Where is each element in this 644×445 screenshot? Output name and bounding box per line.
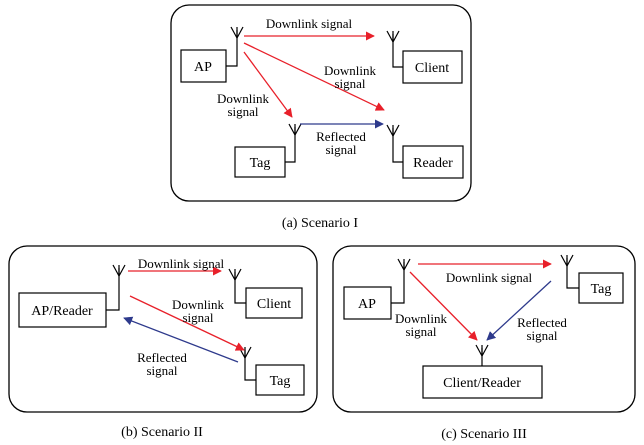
downlink-arrow-ap-to-tag xyxy=(243,51,293,118)
downlink-arrow-ap-to-reader xyxy=(243,42,385,111)
scenario-2-caption: (b) Scenario II xyxy=(121,425,203,440)
reflected-arrow-tag-to-reader xyxy=(123,316,239,363)
tag-node-label: Tag xyxy=(250,156,271,171)
client-node-box xyxy=(402,50,463,84)
ap-node-box xyxy=(180,49,227,83)
tag-node-label-2: Tag xyxy=(270,374,291,389)
reflected-arrow-tag-to-reader-3 xyxy=(486,280,552,341)
reflected-label-line1-3: Reflected xyxy=(517,315,567,330)
downlink-label-mid-line2: signal xyxy=(182,310,213,325)
tag-node-box-3 xyxy=(578,272,624,304)
downlink-label-top-2: Downlink signal xyxy=(138,256,225,271)
reflected-label-line2-3: signal xyxy=(526,328,557,343)
ap-antenna-icon xyxy=(226,26,244,67)
tag-antenna-icon-3 xyxy=(560,254,579,289)
reflected-label-line2: signal xyxy=(325,142,356,157)
scenario-2-panel: AP/Reader Client Tag Downlink signal Dow… xyxy=(8,245,318,413)
downlink-label-left-line1-3: Downlink xyxy=(395,311,448,326)
ap-reader-antenna-icon xyxy=(106,264,126,311)
reflected-label-line1-2: Reflected xyxy=(137,350,187,365)
client-antenna-icon-2 xyxy=(228,268,246,304)
client-reader-antenna-icon xyxy=(475,344,489,366)
reflected-label-line2-2: signal xyxy=(146,363,177,378)
reader-node-label: Reader xyxy=(413,156,453,171)
scenario-3-caption: (c) Scenario III xyxy=(441,427,527,442)
ap-node-label-3: AP xyxy=(358,297,376,312)
tag-node-label-3: Tag xyxy=(591,282,612,297)
downlink-label-left-line1: Downlink xyxy=(217,91,270,106)
scenario-1-panel: AP Client Tag Reader Do xyxy=(170,4,472,202)
scenario-3-panel: AP Tag Client/Reader Downlink signal Dow… xyxy=(332,245,636,413)
scenario-2-frame xyxy=(8,245,318,413)
downlink-label-right-line2: signal xyxy=(334,76,365,91)
downlink-label-top: Downlink signal xyxy=(266,16,353,31)
ap-antenna-icon-3 xyxy=(391,258,411,304)
reflected-label-line1: Reflected xyxy=(316,129,366,144)
reader-antenna-icon xyxy=(386,124,403,163)
client-node-label-2: Client xyxy=(257,297,291,312)
client-reader-node-label: Client/Reader xyxy=(443,376,521,391)
client-node-label: Client xyxy=(415,61,449,76)
tag-antenna-icon xyxy=(285,123,302,163)
tag-antenna-icon-2 xyxy=(238,346,256,381)
downlink-label-mid-line1: Downlink xyxy=(172,297,225,312)
client-reader-node-box xyxy=(422,365,543,399)
downlink-label-top-3: Downlink signal xyxy=(446,270,533,285)
downlink-label-right-line1: Downlink xyxy=(324,63,377,78)
downlink-label-left-line2-3: signal xyxy=(405,324,436,339)
ap-reader-node-label: AP/Reader xyxy=(31,304,93,319)
downlink-arrow-reader-to-tag xyxy=(129,295,245,351)
client-antenna-icon xyxy=(386,30,403,68)
ap-node-label: AP xyxy=(194,60,212,75)
scenario-1-caption: (a) Scenario I xyxy=(282,216,359,231)
ap-node-box-3 xyxy=(343,286,392,320)
scenario-1-frame xyxy=(170,4,472,202)
scenario-3-frame xyxy=(332,245,636,413)
downlink-arrow-ap-to-reader-3 xyxy=(409,271,478,341)
downlink-label-left-line2: signal xyxy=(227,104,258,119)
